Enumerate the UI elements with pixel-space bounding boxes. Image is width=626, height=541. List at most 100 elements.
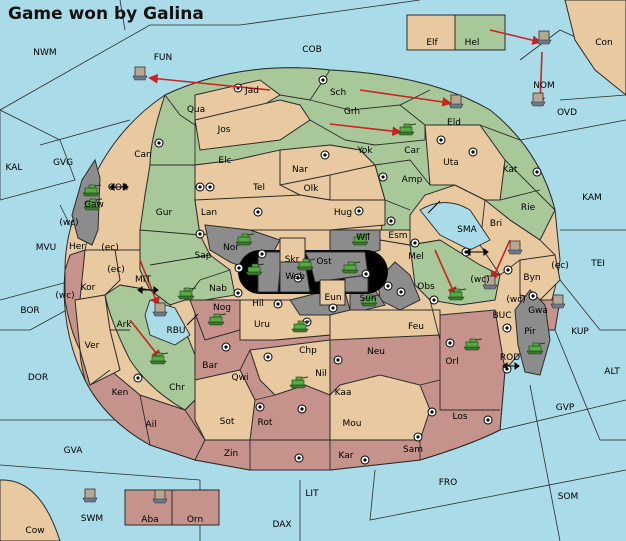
- fleet-unit[interactable]: [530, 92, 546, 107]
- province-label: Los: [452, 412, 467, 422]
- supply-center-dot: [389, 219, 393, 223]
- army-unit[interactable]: [447, 288, 467, 301]
- fleet-unit[interactable]: [132, 66, 148, 81]
- army-unit[interactable]: [83, 198, 103, 211]
- supply-center-dot: [276, 302, 280, 306]
- supply-center-dot: [198, 232, 202, 236]
- province-label: Skr: [285, 255, 300, 265]
- supply-center-dot: [381, 175, 385, 179]
- order-arrow: [329, 123, 402, 136]
- fleet-unit[interactable]: [482, 275, 498, 290]
- fleet-unit[interactable]: [550, 294, 566, 309]
- province-elf[interactable]: [406, 14, 456, 51]
- supply-center-dot: [336, 358, 340, 362]
- order-arrow: [490, 239, 511, 282]
- province-hel[interactable]: [454, 14, 506, 51]
- army-unit[interactable]: [463, 338, 483, 351]
- army-unit[interactable]: [82, 184, 102, 197]
- fleet-unit[interactable]: [507, 240, 523, 255]
- fleet-unit[interactable]: [152, 489, 168, 504]
- sea-label: GOR: [108, 183, 128, 193]
- inland-sea-sma: [419, 202, 491, 251]
- supply-center-dot: [323, 153, 327, 157]
- sea-label: SMA: [457, 225, 477, 235]
- army-unit[interactable]: [296, 258, 316, 271]
- province-label: Chr: [169, 383, 185, 393]
- fleet-unit[interactable]: [448, 94, 464, 109]
- army-unit[interactable]: [291, 320, 311, 333]
- province-label: Rie: [521, 203, 536, 213]
- province-label: Elc: [218, 156, 231, 166]
- province-label: Grh: [344, 107, 360, 117]
- province-label: Elf: [426, 38, 438, 48]
- sea-label: BOR: [20, 306, 39, 316]
- army-unit[interactable]: [289, 376, 309, 389]
- province-label: Obs: [417, 282, 435, 292]
- army-unit[interactable]: [177, 287, 197, 300]
- supply-center-dot: [363, 458, 367, 462]
- supply-center-dot: [430, 410, 434, 414]
- sea-label: RBU: [166, 326, 185, 336]
- sea-label: ROD: [500, 353, 520, 363]
- province-label: Sap: [195, 251, 212, 261]
- province-label: Kar: [339, 451, 354, 461]
- province-con[interactable]: [564, 0, 626, 96]
- army-unit[interactable]: [207, 313, 227, 326]
- order-arrow: [359, 89, 452, 107]
- province-label: Gur: [156, 208, 173, 218]
- army-unit[interactable]: [351, 233, 371, 246]
- supply-center-dot: [224, 345, 228, 349]
- fleet-unit[interactable]: [152, 302, 168, 317]
- order-arrow: [434, 249, 457, 297]
- province-label: Hil: [252, 299, 264, 309]
- province-orn[interactable]: [171, 489, 220, 526]
- province-label: Aba: [141, 515, 158, 525]
- continent: [63, 67, 561, 471]
- province-label: Amp: [402, 175, 423, 185]
- province-label: Nog: [213, 303, 231, 313]
- sea-label: GVA: [64, 446, 84, 456]
- province-label: Jos: [217, 125, 231, 135]
- province-label: Olk: [304, 184, 320, 194]
- units[interactable]: [82, 30, 566, 504]
- province-label: Jad: [244, 86, 259, 96]
- province-label: Byn: [523, 273, 540, 283]
- fleet-unit[interactable]: [536, 30, 552, 45]
- province-aba[interactable]: [124, 489, 173, 526]
- supply-center-dot: [535, 170, 539, 174]
- army-unit[interactable]: [149, 352, 169, 365]
- province-label: Hel: [465, 38, 480, 48]
- coast-label: (wc): [470, 275, 489, 285]
- supply-center-dot: [260, 252, 264, 256]
- province-label: Her: [69, 242, 85, 252]
- sea-label: BUC: [492, 311, 511, 321]
- army-unit[interactable]: [245, 263, 265, 276]
- province-label: Bri: [490, 219, 502, 229]
- sea-label: NOM: [533, 81, 555, 91]
- supply-center-dot: [386, 284, 390, 288]
- army-unit[interactable]: [397, 123, 417, 136]
- supply-center-dot: [136, 376, 140, 380]
- province-label: Ost: [316, 257, 332, 267]
- supply-center-dot: [505, 326, 509, 330]
- sea-label: KAM: [582, 193, 602, 203]
- sea-label: GVG: [53, 158, 73, 168]
- province-label: Pir: [524, 327, 536, 337]
- sea-label: DOR: [28, 373, 48, 383]
- province-label: Wil: [356, 233, 370, 243]
- sea-label: NWM: [33, 48, 56, 58]
- fleet-unit[interactable]: [82, 488, 98, 503]
- army-unit[interactable]: [341, 261, 361, 274]
- army-unit[interactable]: [526, 342, 546, 355]
- army-unit[interactable]: [235, 233, 255, 246]
- coast-label: (wc): [506, 295, 525, 305]
- province-label: Nar: [292, 165, 308, 175]
- province-label: Yok: [356, 146, 373, 156]
- province-label: Qwi: [232, 373, 249, 383]
- supply-center-dot: [416, 435, 420, 439]
- army-unit[interactable]: [360, 294, 380, 307]
- supply-center-dot: [198, 185, 202, 189]
- supply-center-dot: [208, 185, 212, 189]
